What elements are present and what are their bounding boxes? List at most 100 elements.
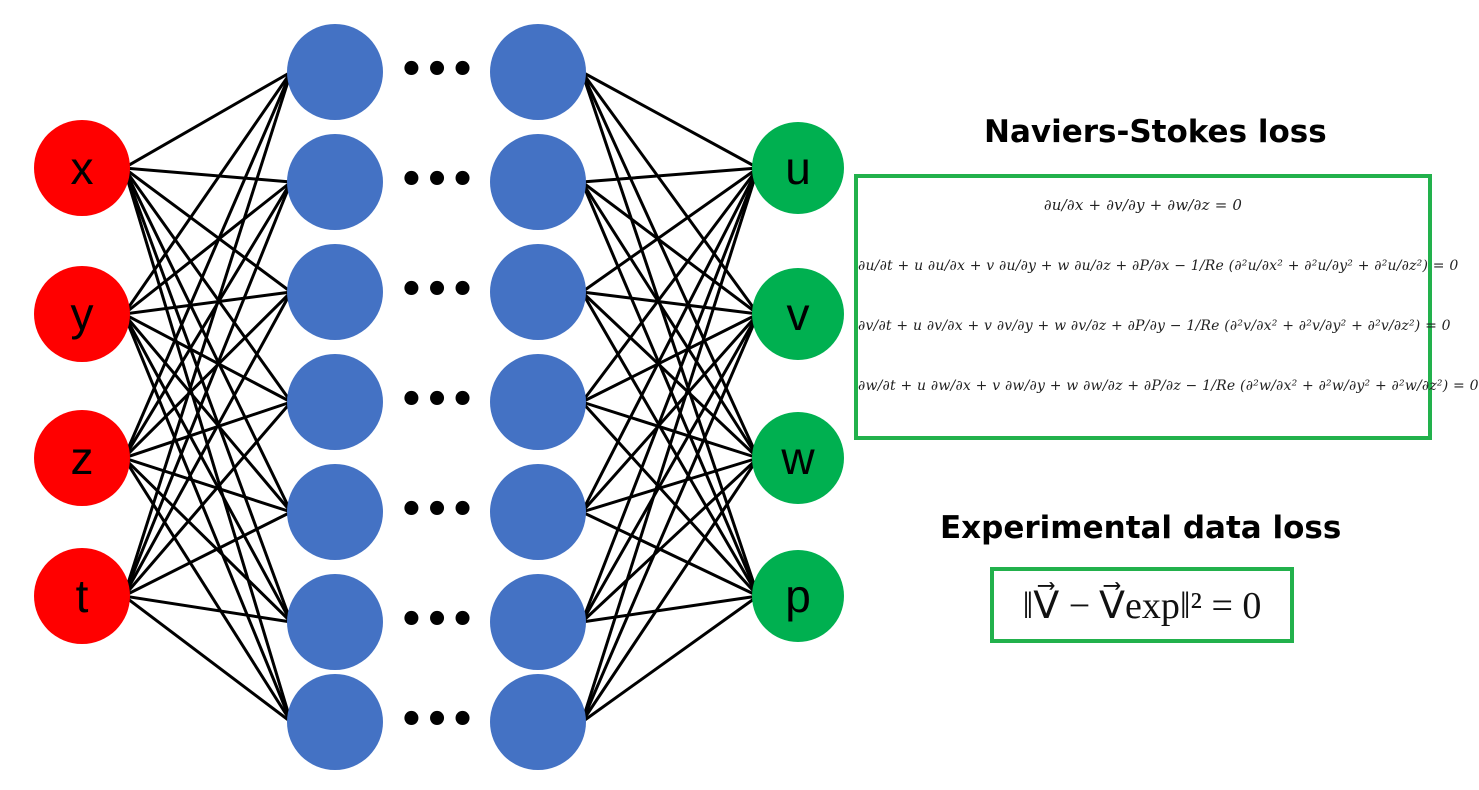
edge-hidden-output xyxy=(580,71,760,597)
ellipsis-dots: ••• xyxy=(399,47,476,93)
experimental-loss-equation: ‖V⃗ − V⃗exp‖² = 0 xyxy=(1022,585,1262,627)
edge-input-hidden xyxy=(122,71,293,597)
input-node-z xyxy=(34,410,130,506)
edge-input-hidden xyxy=(123,290,292,316)
edge-input-hidden xyxy=(122,167,293,403)
edge-hidden-output xyxy=(581,166,759,184)
output-label-u: u xyxy=(785,142,811,194)
continuity-equation: ∂u/∂x + ∂v/∂y + ∂w/∂z = 0 xyxy=(1043,196,1243,214)
edge-input-hidden xyxy=(122,313,293,723)
output-node-p xyxy=(752,550,844,642)
edge-hidden-output xyxy=(580,457,760,723)
ellipsis-dots: ••• xyxy=(399,377,476,423)
edge-hidden-output xyxy=(580,313,760,513)
neural-network: x y z t ••• ••• ••• ••• ••• ••• ••• u v w p xyxy=(34,24,844,770)
edge-input-hidden xyxy=(123,166,292,184)
edge-hidden-output xyxy=(580,290,760,460)
edge-input-hidden xyxy=(122,313,293,513)
input-label-z: z xyxy=(71,432,94,484)
edge-input-hidden xyxy=(123,510,292,598)
edge-hidden-output xyxy=(581,594,759,724)
edge-hidden-output xyxy=(580,167,760,513)
ellipsis-dots: ••• xyxy=(399,267,476,313)
edge-hidden-output xyxy=(581,290,759,316)
edge-input-hidden xyxy=(122,290,293,460)
edge-hidden-output xyxy=(580,181,760,597)
edge-input-hidden xyxy=(122,71,293,459)
ellipsis-dots: ••• xyxy=(399,487,476,533)
navier-stokes-equations-box: ∂u/∂x + ∂v/∂y + ∂w/∂z = 0 ∂u/∂t + u ∂u/∂… xyxy=(854,174,1479,440)
hidden-node-last-6 xyxy=(490,574,586,670)
output-label-p: p xyxy=(785,570,811,622)
experimental-loss-title: Experimental data loss xyxy=(940,510,1342,546)
momentum-u-equation: ∂u/∂t + u ∂u/∂x + v ∂u/∂y + w ∂u/∂z + ∂P… xyxy=(858,258,1459,274)
hidden-node-last-2 xyxy=(490,134,586,230)
edge-input-hidden xyxy=(122,457,293,723)
input-label-t: t xyxy=(76,570,89,622)
hidden-node-last-4 xyxy=(490,354,586,450)
momentum-v-equation: ∂v/∂t + u ∂v/∂x + v ∂v/∂y + w ∂v/∂z + ∂P… xyxy=(858,318,1451,334)
edge-hidden-output xyxy=(581,400,759,460)
edge-input-hidden xyxy=(122,181,293,597)
edge-input-hidden xyxy=(122,313,293,623)
input-node-y xyxy=(34,266,130,362)
hidden-node-last-5 xyxy=(490,464,586,560)
output-label-v: v xyxy=(787,288,810,340)
edge-hidden-output xyxy=(580,181,760,459)
edge-input-hidden xyxy=(122,291,293,597)
output-node-w xyxy=(752,412,844,504)
experimental-loss-box: ‖V⃗ − V⃗exp‖² = 0 xyxy=(990,567,1294,643)
output-label-w: w xyxy=(780,432,815,484)
hidden-node-first-3 xyxy=(287,244,383,340)
edge-input-hidden xyxy=(123,70,292,170)
input-label-y: y xyxy=(71,288,94,340)
edge-input-hidden xyxy=(122,456,293,624)
edge-hidden-output xyxy=(581,594,759,624)
edge-hidden-output xyxy=(580,313,760,723)
hidden-node-first-1 xyxy=(287,24,383,120)
hidden-node-first-2 xyxy=(287,134,383,230)
ellipsis-dots: ••• xyxy=(399,157,476,203)
edge-hidden-output xyxy=(581,166,759,294)
edge-input-hidden xyxy=(123,456,292,514)
input-node-t xyxy=(34,548,130,644)
hidden-node-first-5 xyxy=(287,464,383,560)
edge-input-hidden xyxy=(123,166,292,294)
edge-input-hidden xyxy=(123,180,292,316)
ellipsis-dots: ••• xyxy=(399,597,476,643)
edge-input-hidden xyxy=(122,401,293,597)
edge-hidden-output xyxy=(581,510,759,598)
edge-hidden-output xyxy=(580,313,760,623)
edge-input-hidden xyxy=(123,400,292,460)
hidden-node-first-6 xyxy=(287,574,383,670)
edge-input-hidden xyxy=(122,71,293,315)
edge-input-hidden xyxy=(122,181,293,459)
edge-input-hidden xyxy=(123,594,292,624)
edge-hidden-output xyxy=(581,456,759,514)
momentum-w-equation: ∂w/∂t + u ∂w/∂x + v ∂w/∂y + w ∂w/∂z + ∂P… xyxy=(858,378,1479,394)
edge-hidden-output xyxy=(581,312,759,404)
edge-hidden-output xyxy=(581,180,759,316)
ellipsis-dots: ••• xyxy=(399,697,476,743)
hidden-node-last-3 xyxy=(490,244,586,340)
edge-hidden-output xyxy=(581,70,759,170)
edge-input-hidden xyxy=(122,167,293,513)
edge-input-hidden xyxy=(123,594,292,724)
edge-input-hidden xyxy=(122,167,293,623)
edge-hidden-output xyxy=(580,71,760,459)
output-node-v xyxy=(752,268,844,360)
input-node-x xyxy=(34,120,130,216)
network-nodes: x y z t ••• ••• ••• ••• ••• ••• ••• u v w p xyxy=(34,24,844,770)
hidden-node-first-7 xyxy=(287,674,383,770)
hidden-node-last-7 xyxy=(490,674,586,770)
hidden-node-first-4 xyxy=(287,354,383,450)
navier-stokes-title: Naviers-Stokes loss xyxy=(984,114,1327,150)
edge-input-hidden xyxy=(123,312,292,404)
edge-hidden-output xyxy=(580,400,760,598)
network-edges xyxy=(122,70,760,724)
edge-hidden-output xyxy=(580,167,760,623)
pinn-diagram: x y z t ••• ••• ••• ••• ••• ••• ••• u v w p Naviers-St… xyxy=(34,24,1479,770)
edge-hidden-output xyxy=(580,71,760,315)
hidden-node-last-1 xyxy=(490,24,586,120)
input-label-x: x xyxy=(71,142,94,194)
